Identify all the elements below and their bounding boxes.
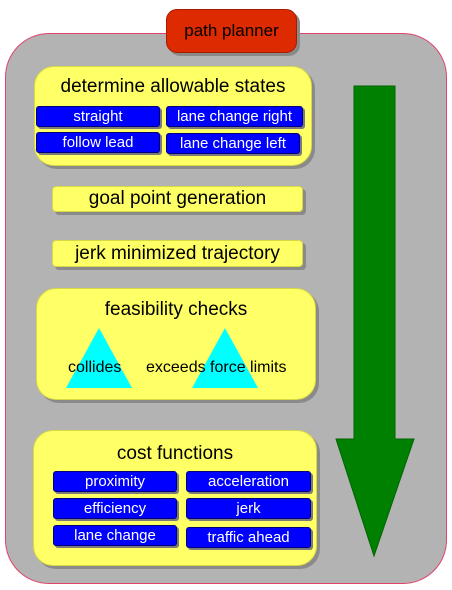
jerk-minimized-trajectory-label: jerk minimized trajectory [75,242,280,264]
path-planner-title-text: path planner [184,21,279,40]
flow-down-arrow [335,85,415,558]
goal-point-generation-label: goal point generation [88,188,267,209]
cost-chip-efficiency: efficiency [53,498,177,519]
path-planner-title: path planner [166,9,297,53]
state-chip-lane-change-right: lane change right [166,106,303,127]
cost-chip-proximity: proximity [53,471,177,492]
check-label-collides: collides [68,359,122,376]
state-chip-straight: straight [36,106,160,127]
jerk-minimized-trajectory-step: jerk minimized trajectory [52,240,303,267]
cost-chip-acceleration: acceleration [186,471,311,492]
force-limits-triangle [192,328,258,388]
goal-point-generation-step: goal point generation [52,186,303,212]
cost-chip-traffic-ahead: traffic ahead [186,527,311,548]
cost-chip-lane-change: lane change [53,525,177,546]
allowable-states-title: determine allowable states [60,76,286,97]
collides-triangle [66,328,132,388]
state-chip-lane-change-left: lane change left [166,133,300,154]
state-chip-follow-lead: follow lead [36,132,160,153]
cost-chip-jerk: jerk [186,498,311,519]
feasibility-checks-title: feasibility checks [104,299,248,320]
check-label-exceeds-force-limits: exceeds force limits [146,359,287,376]
cost-functions-title: cost functions [116,443,234,464]
